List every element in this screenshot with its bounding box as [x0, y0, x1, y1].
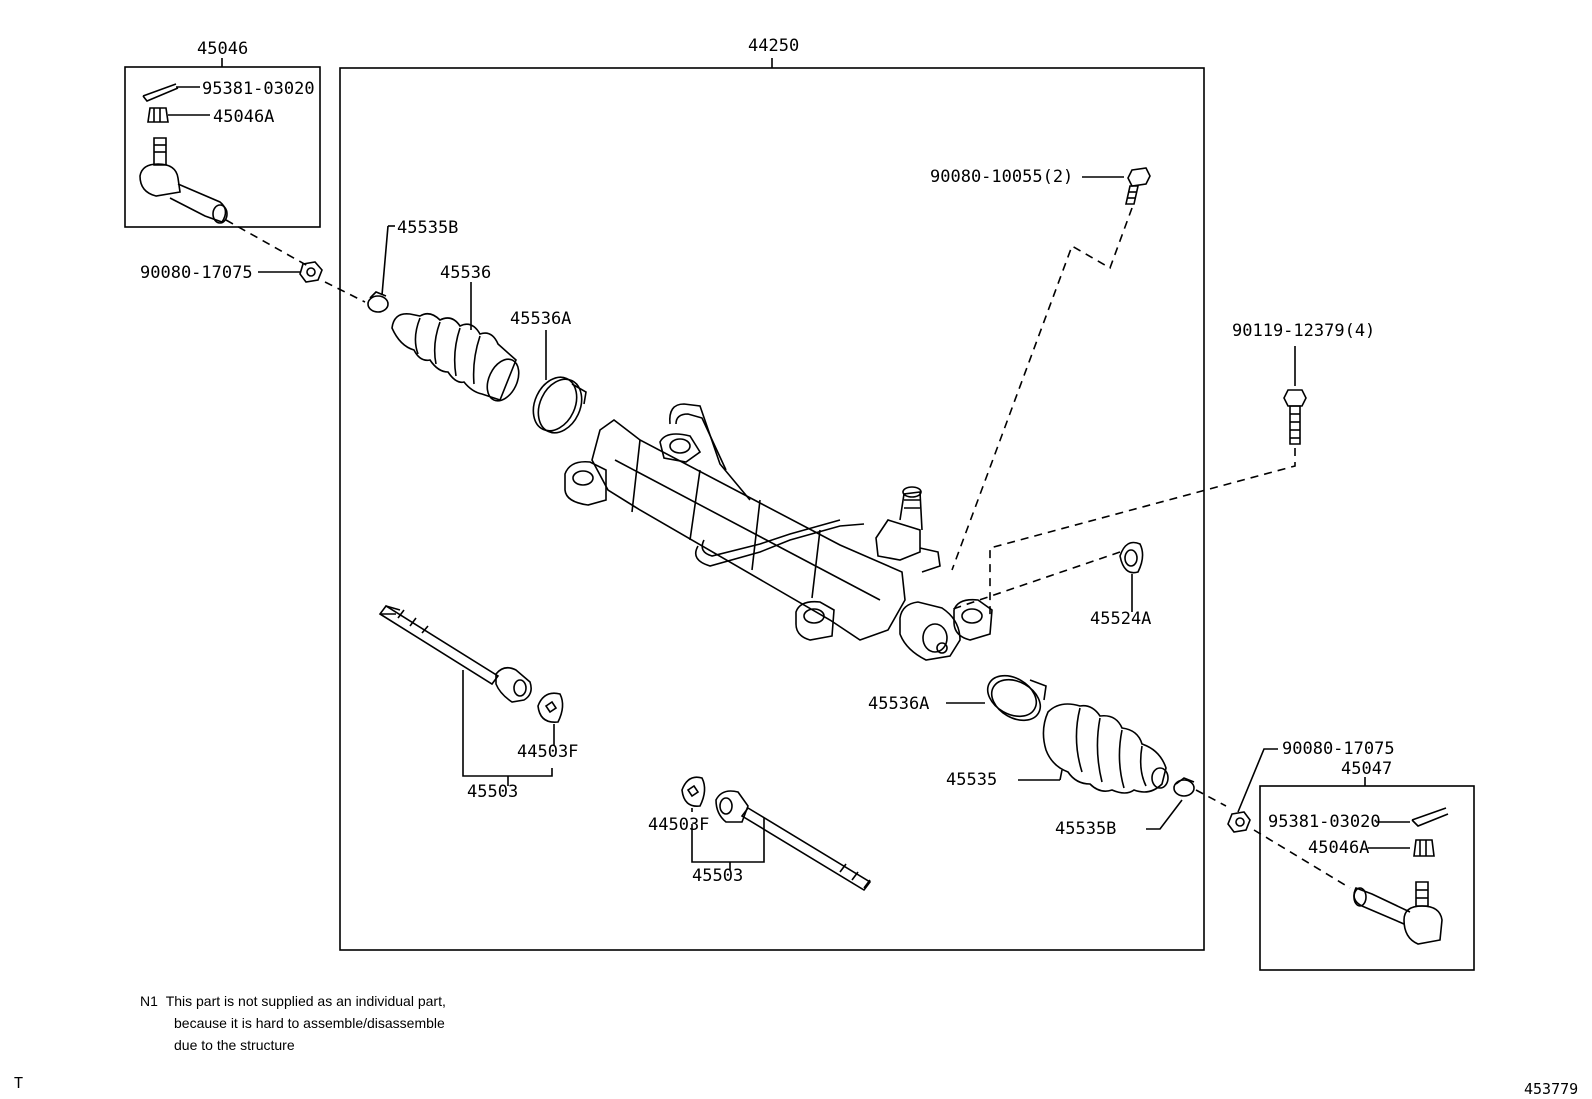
callout-nut-right: 45046A: [1308, 838, 1369, 858]
cotter-pin-left-icon: [142, 83, 179, 102]
callout-bolt-pinion: 90080-10055(2): [930, 167, 1073, 187]
rack-boot-right-icon: [1042, 703, 1169, 794]
callout-locknut-right: 90080-17075: [1282, 739, 1395, 759]
lock-washer-left-icon: [537, 692, 564, 723]
washer-45524a-icon: [1119, 541, 1144, 574]
callout-clip-right: 45536A: [868, 694, 929, 714]
lock-nut-left-icon: [299, 261, 323, 283]
footnote: N1 This part is not supplied as an indiv…: [140, 990, 446, 1056]
footnote-mark: N1: [140, 993, 158, 1009]
callout-nut-left: 45046A: [213, 107, 274, 127]
boot-clip-right-icon: [986, 674, 1047, 722]
callout-rack-end-left: 45503: [467, 782, 518, 802]
assembly-label-left-tie-rod-end: 45046: [197, 39, 248, 59]
castle-nut-right-icon: [1413, 839, 1435, 857]
boot-clamp-left-icon: [367, 291, 389, 313]
callout-pin-right: 95381-03020: [1268, 812, 1381, 832]
callout-clip-left: 45536A: [510, 309, 571, 329]
callout-washer-left: 44503F: [517, 742, 578, 762]
assembly-label-right-tie-rod-end: 45047: [1341, 759, 1392, 779]
inner-tie-rod-left-icon: [378, 604, 532, 703]
tie-rod-end-right-icon: [1353, 881, 1443, 945]
bolt-mount-icon: [1283, 389, 1307, 445]
footnote-line-2: because it is hard to assemble/disassemb…: [174, 1015, 445, 1031]
footnote-line-3: due to the structure: [174, 1037, 295, 1053]
callout-rack-end-right: 45503: [692, 866, 743, 886]
castle-nut-left-icon: [147, 107, 169, 123]
assembly-label-steering-gear: 44250: [748, 36, 799, 56]
bolt-pinion-icon: [1125, 167, 1151, 205]
callout-bolt-mount: 90119-12379(4): [1232, 321, 1375, 341]
tie-rod-end-left-icon: [139, 137, 228, 224]
lock-washer-right-icon: [681, 776, 706, 807]
callout-washer-right: 44503F: [648, 815, 709, 835]
boot-clip-left-icon: [532, 376, 587, 434]
boot-clamp-right-icon: [1173, 777, 1195, 797]
callout-washer: 45524A: [1090, 609, 1151, 629]
steering-rack-housing-icon: [564, 403, 993, 661]
callout-boot-left: 45536: [440, 263, 491, 283]
callout-pin-left: 95381-03020: [202, 79, 315, 99]
illustration-number: 453779: [1524, 1080, 1579, 1098]
callout-clamp-left: 45535B: [397, 218, 458, 238]
rack-boot-left-icon: [391, 312, 520, 402]
footer-mark: T: [14, 1074, 24, 1092]
footnote-line-1: This part is not supplied as an individu…: [165, 993, 446, 1009]
lock-nut-right-icon: [1227, 811, 1251, 833]
right-tie-rod-end-box: [1259, 785, 1475, 971]
inner-tie-rod-right-icon: [715, 790, 872, 892]
cotter-pin-right-icon: [1411, 807, 1449, 827]
callout-clamp-right: 45535B: [1055, 819, 1116, 839]
callout-locknut-left: 90080-17075: [140, 263, 253, 283]
callout-boot-right: 45535: [946, 770, 997, 790]
